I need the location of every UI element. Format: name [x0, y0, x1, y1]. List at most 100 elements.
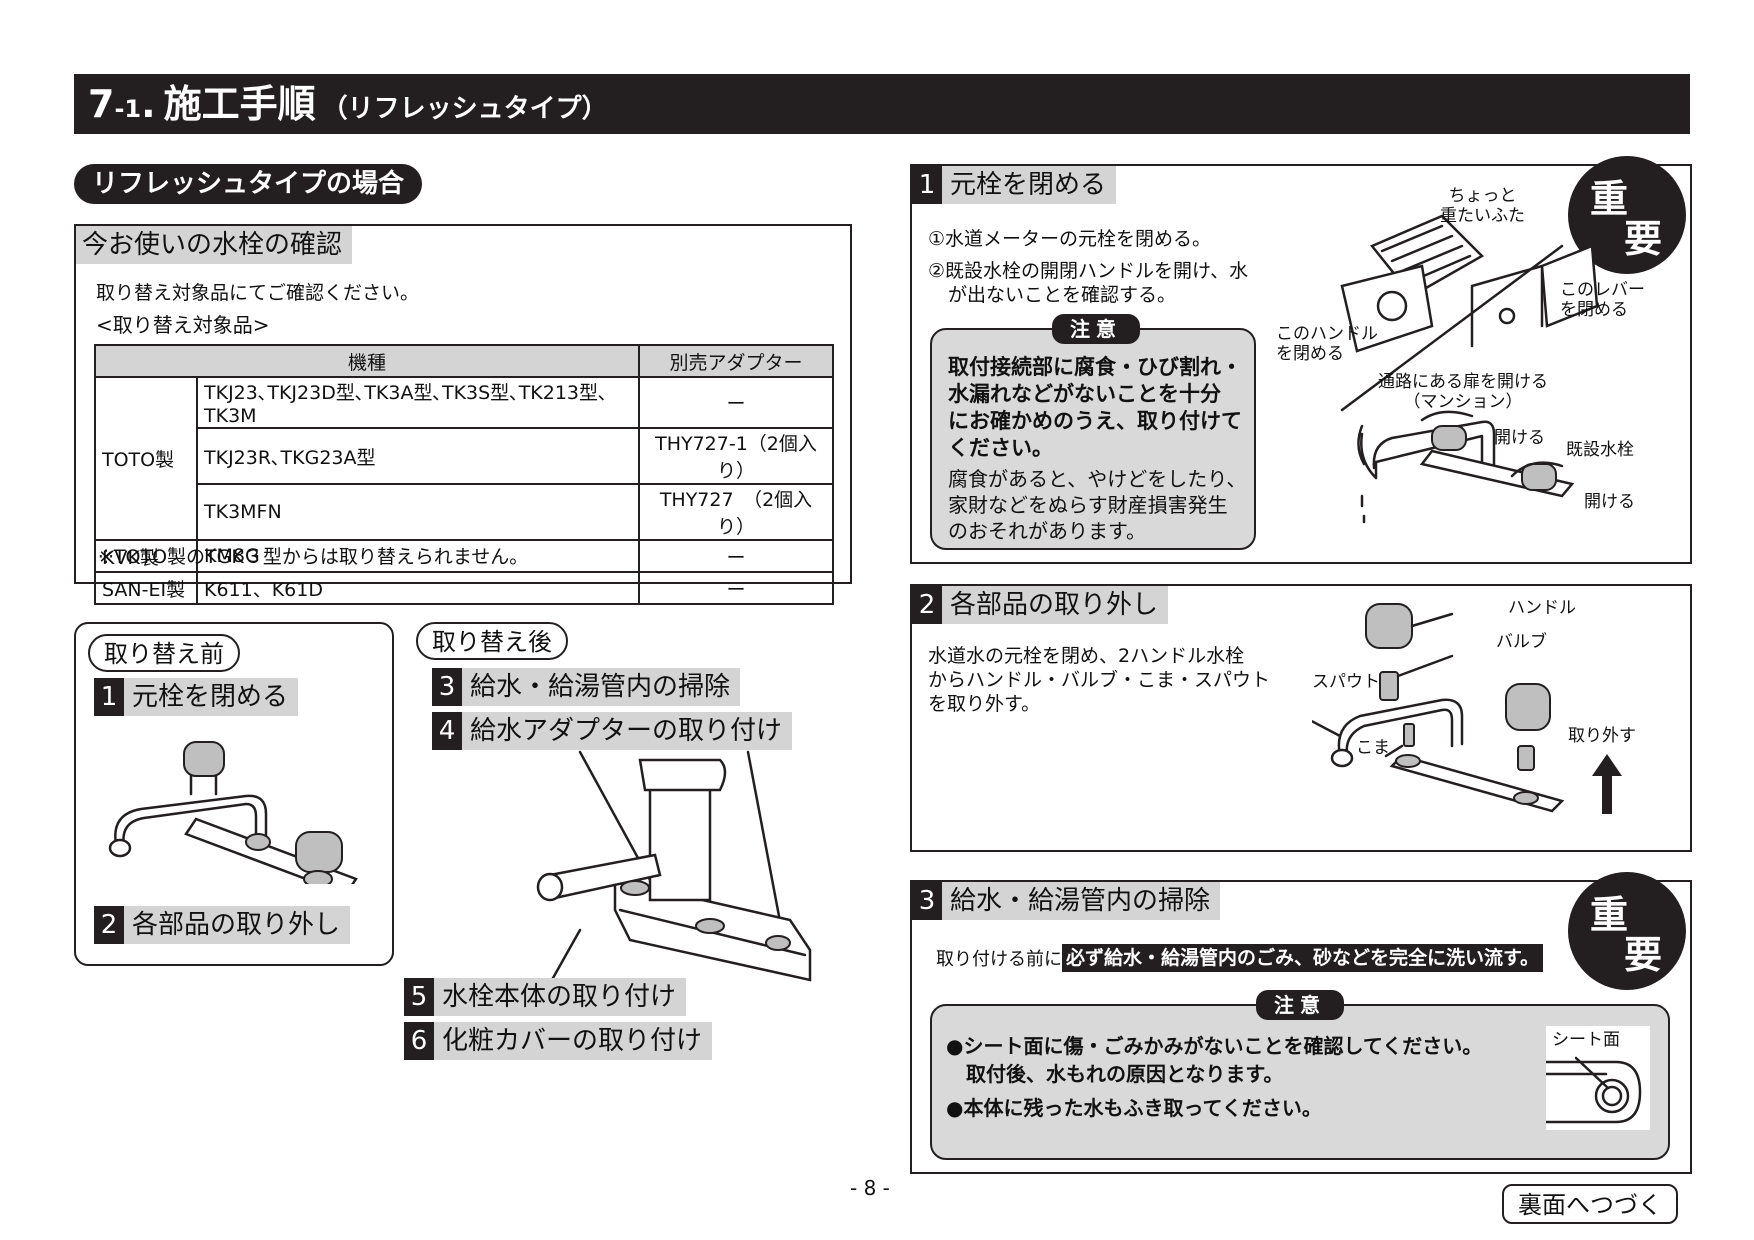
- section-number: 1: [912, 166, 942, 204]
- seat-surface-illustration: シート面: [1546, 1026, 1650, 1130]
- seat-icon: [1546, 1056, 1642, 1124]
- table-row: TK3MFN THY727 （2個入り）: [95, 483, 834, 541]
- table-cell-model: K611、K61D: [196, 571, 640, 605]
- step-text: 給水アダプターの取り付け: [462, 712, 793, 750]
- label-handle-part: ハンドル: [1508, 598, 1576, 618]
- table-cell-maker: KVK製: [94, 539, 198, 573]
- continue-label: 裏面へつづく: [1502, 1184, 1678, 1224]
- caution-box: 注意 ●シート面に傷・ごみかみがないことを確認してください。 取付後、水もれの原…: [930, 990, 1670, 1160]
- section-1-line-1: ①水道メーターの元栓を閉める。: [928, 228, 1212, 250]
- table-cell-adapter: THY727-1（2個入り）: [638, 427, 834, 485]
- section-title: 元栓を閉める: [942, 166, 1117, 204]
- section-1-line-2: ②既設水栓の開閉ハンドルを開け、水: [928, 260, 1249, 282]
- title-dot: .: [141, 82, 156, 126]
- replacement-table: 機種 別売アダプター TOTO製 TKJ23､TKJ23D型､TK3A型､TK3…: [94, 344, 834, 605]
- caution-bullets: ●シート面に傷・ごみかみがないことを確認してください。 取付後、水もれの原因とな…: [946, 1034, 1483, 1120]
- section-title: 給水・給湯管内の掃除: [942, 882, 1221, 920]
- two-handle-faucet-illustration: [108, 741, 358, 884]
- step-text: 水栓本体の取り付け: [434, 978, 687, 1016]
- check-note: ※TOTO製のTGK３型からは取り替えられません。: [98, 546, 529, 568]
- table-row: SAN-EI製 K611、K61D ー: [94, 571, 834, 605]
- label-koma: こま: [1356, 738, 1390, 758]
- single-lever-faucet-illustration: [533, 750, 812, 1010]
- step-text: 給水・給湯管内の掃除: [462, 668, 741, 706]
- caution-bold-text: 取付接続部に腐食・ひび割れ・ 水漏れなどがないことを十分 にお確かめのうえ、取り…: [948, 355, 1242, 460]
- page-number: - 8 -: [850, 1176, 890, 1200]
- page-title: 7-1.施工手順（リフレッシュタイプ）: [74, 74, 1690, 134]
- table-cell-adapter: THY727 （2個入り）: [638, 483, 834, 541]
- before-label: 取り替え前: [88, 634, 240, 672]
- step-text: 各部品の取り外し: [124, 906, 351, 944]
- label-lid: ちょっと重たいふた: [1440, 186, 1525, 226]
- table-row: KVK製 KM8G ー: [94, 539, 834, 573]
- step-number: 1: [94, 678, 124, 716]
- title-paren: （リフレッシュタイプ）: [321, 94, 608, 124]
- label-open-2: 開ける: [1584, 492, 1635, 512]
- table-cell-model: TK3MFN: [196, 483, 640, 541]
- section-2-text: 水道水の元栓を閉め、2ハンドル水栓 からハンドル・バルブ・こま・スパウト を取り…: [928, 645, 1271, 715]
- step-text: 化粧カバーの取り付け: [434, 1022, 713, 1060]
- caution-box: 注意 取付接続部に腐食・ひび割れ・ 水漏れなどがないことを十分 にお確かめのうえ…: [930, 314, 1256, 550]
- table-row: TKJ23R､TKG23A型 THY727-1（2個入り）: [95, 427, 834, 485]
- after-label: 取り替え後: [416, 622, 568, 660]
- table-cell-model: TKJ23R､TKG23A型: [196, 427, 640, 485]
- table-header-adapter: 別売アダプター: [638, 344, 834, 378]
- label-spout: スパウト: [1312, 672, 1380, 692]
- section-1-line-3: が出ないことを確認する。: [948, 284, 1177, 306]
- section-3-highlight: 必ず給水・給湯管内のごみ、砂などを完全に洗い流す。: [1062, 944, 1544, 972]
- important-badge: 重 要: [1568, 156, 1686, 274]
- step-number: 5: [404, 978, 434, 1016]
- up-arrow-icon: [1592, 754, 1622, 814]
- table-row: TOTO製 TKJ23､TKJ23D型､TK3A型､TK3S型､TK213型､T…: [94, 376, 834, 541]
- case-heading: リフレッシュタイプの場合: [74, 164, 423, 204]
- table-cell-adapter: ー: [638, 539, 834, 573]
- label-valve: バルブ: [1496, 632, 1547, 652]
- section-number: 2: [912, 586, 942, 624]
- title-prefix: 7: [88, 82, 115, 126]
- table-cell-adapter: ー: [638, 571, 834, 605]
- section-3-lead: 取り付ける前に: [936, 949, 1062, 970]
- caution-tag: 注意: [1256, 990, 1344, 1020]
- label-remove: 取り外す: [1568, 726, 1636, 746]
- step-number: 3: [432, 668, 462, 706]
- table-cell-adapter: ー: [638, 376, 834, 429]
- section-title: 各部品の取り外し: [942, 586, 1169, 624]
- table-cell-model: KM8G: [196, 539, 640, 573]
- title-main: 施工手順: [163, 82, 316, 126]
- label-door: 通路にある扉を開ける（マンション）: [1378, 372, 1548, 412]
- label-existing-faucet: 既設水栓: [1566, 440, 1634, 460]
- seat-label: シート面: [1552, 1030, 1620, 1050]
- label-lever: このレバーを閉める: [1560, 280, 1645, 320]
- caution-normal-text: 腐食があると、やけどをしたり、 家財などをぬらす財産損害発生 のおそれがあります…: [948, 467, 1247, 543]
- table-cell-maker: TOTO製: [94, 376, 198, 541]
- disassembly-illustration: [1312, 603, 1565, 813]
- check-intro: 取り替え対象品にてご確認ください。: [96, 282, 420, 304]
- section-number: 3: [912, 882, 942, 920]
- label-open-1: 開ける: [1494, 428, 1545, 448]
- step-number: 4: [432, 712, 462, 750]
- faucet-check-panel: 今お使いの水栓の確認 取り替え対象品にてご確認ください。 <取り替え対象品> 機…: [74, 224, 852, 605]
- table-cell-model: TKJ23､TKJ23D型､TK3A型､TK3S型､TK213型､TK3M: [196, 376, 640, 429]
- table-cell-maker: SAN-EI製: [94, 571, 198, 605]
- important-badge: 重 要: [1568, 872, 1686, 990]
- step-number: 6: [404, 1022, 434, 1060]
- step-number: 2: [94, 906, 124, 944]
- check-heading: 今お使いの水栓の確認: [76, 226, 353, 264]
- title-sub-number: -1: [114, 95, 142, 123]
- check-subheading: <取り替え対象品>: [96, 313, 270, 337]
- step-text: 元栓を閉める: [124, 678, 299, 716]
- label-handle: このハンドルを閉める: [1276, 324, 1378, 364]
